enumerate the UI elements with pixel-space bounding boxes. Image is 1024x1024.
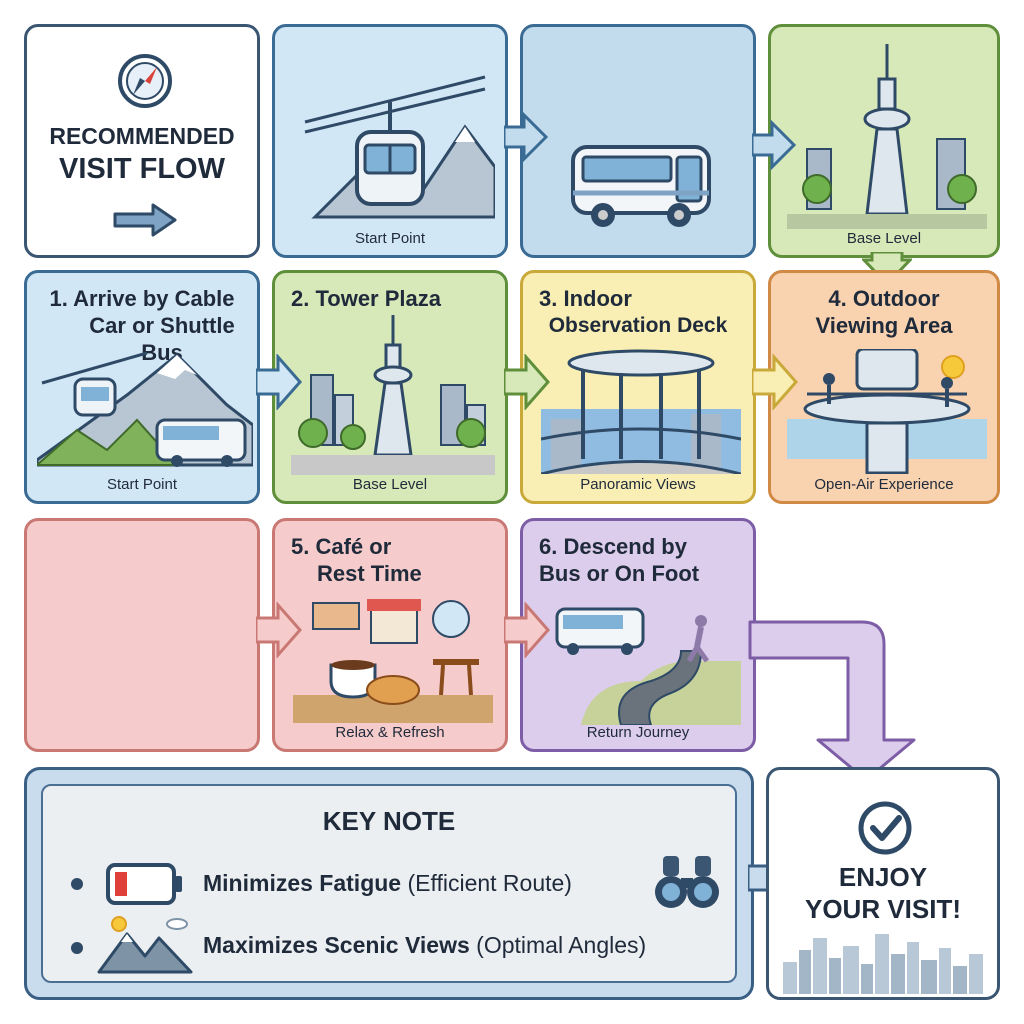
- flow-arrow-2-3: [504, 354, 550, 410]
- flow-arrow-3-4: [752, 354, 798, 410]
- compass-icon: [118, 54, 172, 108]
- step-5-caption: Relax & Refresh: [335, 724, 445, 741]
- step-6-title-line2: Bus or On Foot: [539, 561, 700, 586]
- tower-plaza-icon: [291, 315, 495, 475]
- binoculars-icon: [655, 856, 719, 908]
- step-1-title: 1. Arrive by Cable Car or Shuttle Bus: [27, 285, 257, 366]
- bullet-2: [71, 942, 83, 954]
- step-3-title-line1: 3. Indoor: [539, 286, 632, 311]
- bullet-1: [71, 878, 83, 890]
- flow-arrow-1-2: [256, 354, 302, 410]
- battery-low-icon: [106, 863, 182, 905]
- cable-car-bus-icon: [37, 351, 253, 467]
- step-5-title-line2: Rest Time: [317, 561, 422, 586]
- top-cablecar-card: Start Point: [272, 24, 508, 258]
- top-caption-3: Base Level: [846, 230, 922, 247]
- mountain-sun-icon: [97, 916, 193, 974]
- descend-icon: [555, 607, 741, 725]
- top-bus-card: [520, 24, 756, 258]
- header-card: RECOMMENDED VISIT FLOW: [24, 24, 260, 258]
- outdoor-viewing-icon: [787, 349, 987, 474]
- flow-arrow-6-finale: [748, 620, 916, 782]
- step-2-caption: Base Level: [352, 476, 428, 493]
- finale-line-2: YOUR VISIT!: [804, 894, 961, 924]
- step-1-title-line1: 1. Arrive by Cable: [49, 286, 235, 311]
- key-note-item-1: Minimizes Fatigue (Efficient Route): [203, 870, 572, 897]
- key-note-panel: KEY NOTE Minimizes Fatigue (Efficient Ro…: [41, 784, 737, 983]
- key-note-item-2-rest: (Optimal Angles): [469, 932, 647, 958]
- page-title: RECOMMENDED: [27, 123, 257, 150]
- step-4-title-line1: 4. Outdoor: [828, 286, 940, 311]
- flow-arrow-top-1: [504, 112, 548, 162]
- observation-deck-icon: [541, 349, 741, 474]
- step-4-caption: Open-Air Experience: [814, 476, 954, 493]
- key-note-title: KEY NOTE: [322, 806, 456, 836]
- title-line-1: RECOMMENDED: [49, 123, 235, 149]
- step-1-card: 1. Arrive by Cable Car or Shuttle Bus St…: [24, 270, 260, 504]
- flow-arrow-top-2: [752, 120, 796, 170]
- tower-icon: [787, 44, 987, 229]
- step-3-card: 3. Indoor Observation Deck Panoramic Vie…: [520, 270, 756, 504]
- step-3-caption: Panoramic Views: [580, 476, 696, 493]
- step-6-title: 6. Descend by Bus or On Foot: [523, 533, 753, 587]
- step-1-title-line2: Car or Shuttle Bus: [89, 313, 235, 365]
- step-6-caption: Return Journey: [586, 724, 690, 741]
- step-3-title-line2: Observation Deck: [548, 314, 728, 337]
- city-skyline-icon: [783, 934, 983, 994]
- step-6-title-line1: 6. Descend by: [539, 534, 687, 559]
- top-caption-1: Start Point: [354, 230, 426, 247]
- step-4-title: 4. Outdoor Viewing Area: [771, 285, 997, 339]
- step-2-title: 2. Tower Plaza: [291, 286, 441, 311]
- page-title-2: VISIT FLOW: [59, 153, 225, 185]
- cafe-icon: [293, 599, 493, 723]
- step-5-title: 5. Café or Rest Time: [275, 533, 505, 587]
- key-note-item-2-bold: Maximizes Scenic Views: [203, 932, 470, 958]
- key-note-box: KEY NOTE Minimizes Fatigue (Efficient Ro…: [24, 767, 754, 1000]
- bus-icon: [571, 145, 711, 227]
- finale-card: ENJOY YOUR VISIT!: [766, 767, 1000, 1000]
- flow-arrow-5-6: [504, 602, 550, 658]
- step-5-title-line1: 5. Café or: [291, 534, 392, 559]
- step-3-title: 3. Indoor Observation Deck: [523, 285, 753, 339]
- step-4-card: 4. Outdoor Viewing Area Open-Air Experie…: [768, 270, 1000, 504]
- check-circle-icon: [858, 801, 912, 855]
- arrow-right-icon: [113, 203, 177, 237]
- top-tower-card: Base Level: [768, 24, 1000, 258]
- key-note-item-2: Maximizes Scenic Views (Optimal Angles): [203, 932, 646, 959]
- step-1-caption: Start Point: [106, 476, 178, 493]
- finale-line-1: ENJOY: [838, 862, 928, 892]
- step-5-card: 5. Café or Rest Time Relax & Refresh: [272, 518, 508, 752]
- step-4-title-line2: Viewing Area: [815, 313, 953, 338]
- cable-car-icon: [304, 75, 495, 219]
- step-2-card: 2. Tower Plaza Base Level: [272, 270, 508, 504]
- key-note-item-1-bold: Minimizes Fatigue: [203, 870, 402, 896]
- step-6-card: 6. Descend by Bus or On Foot Return Jour…: [520, 518, 756, 752]
- flow-arrow-red-5: [256, 602, 302, 658]
- key-note-item-1-rest: (Efficient Route): [401, 870, 572, 896]
- empty-red-card: [24, 518, 260, 752]
